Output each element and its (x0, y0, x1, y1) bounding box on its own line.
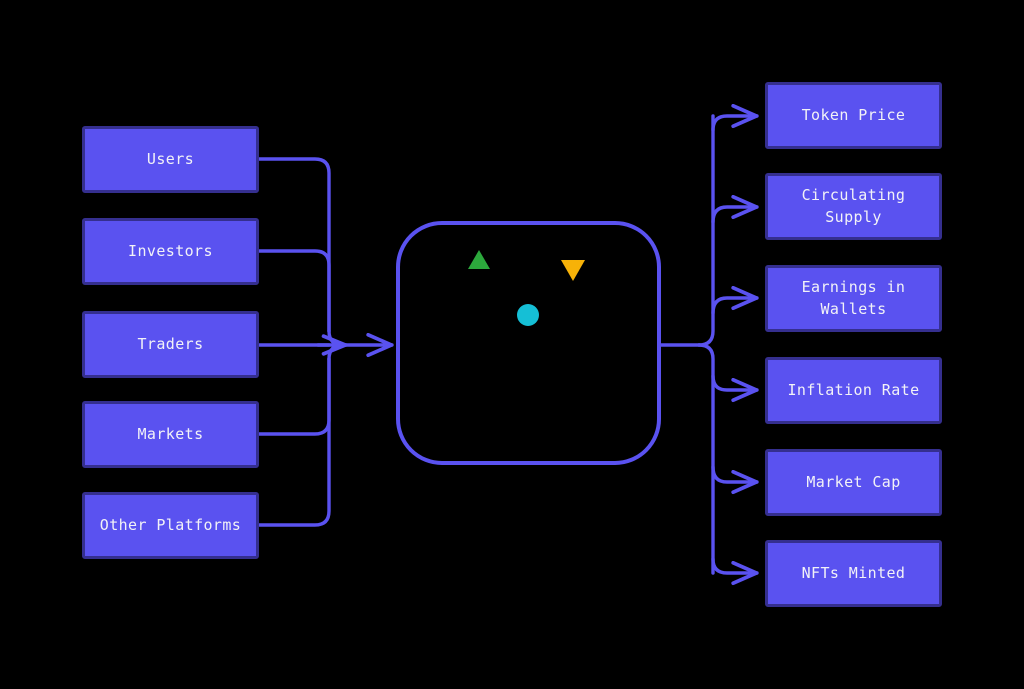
output-node-label: Inflation Rate (787, 380, 920, 399)
output-node-inflation-rate[interactable]: Inflation Rate (765, 357, 942, 424)
connector-other-platforms-to-trunk (257, 357, 331, 527)
connector-trunk-lower (697, 343, 715, 575)
connector-trunk-to-inflation-rate (711, 374, 759, 403)
output-node-label: Circulating Supply (801, 185, 906, 226)
input-node-label: Users (146, 149, 195, 168)
output-node-earnings-in-wallets[interactable]: Earnings in Wallets (765, 265, 942, 332)
connector-trunk-to-market-cap (711, 465, 759, 495)
output-node-market-cap[interactable]: Market Cap (765, 449, 942, 516)
input-node-label: Traders (137, 334, 204, 353)
output-node-label: Earnings in Wallets (801, 277, 906, 318)
center-stage-container[interactable] (396, 221, 661, 465)
marker-triangle-down-icon (561, 260, 585, 281)
output-node-token-price[interactable]: Token Price (765, 82, 942, 149)
output-node-label: Token Price (801, 105, 906, 124)
connector-merge-upper (327, 329, 345, 347)
connector-markets-to-trunk (257, 357, 331, 436)
input-node-other-platforms[interactable]: Other Platforms (82, 492, 259, 559)
input-node-markets[interactable]: Markets (82, 401, 259, 468)
output-node-nfts-minted[interactable]: NFTs Minted (765, 540, 942, 607)
connector-trunk-upper (697, 114, 715, 347)
connector-merge-lower (327, 343, 345, 361)
input-node-users[interactable]: Users (82, 126, 259, 193)
input-node-investors[interactable]: Investors (82, 218, 259, 285)
input-node-label: Investors (128, 241, 213, 260)
connector-trunk-to-earnings-in-wallets (711, 285, 759, 315)
input-node-label: Markets (137, 424, 204, 443)
connector-trunk-to-token-price (711, 103, 759, 132)
input-node-label: Other Platforms (99, 515, 242, 534)
connector-trunk-to-circulating-supply (711, 194, 759, 224)
marker-circle-icon (517, 304, 539, 326)
marker-triangle-up-icon (468, 250, 490, 269)
output-node-circulating-supply[interactable]: Circulating Supply (765, 173, 942, 240)
connector-investors-to-trunk (257, 249, 331, 333)
output-node-label: NFTs Minted (801, 563, 906, 582)
connector-users-to-trunk (257, 157, 331, 333)
input-node-traders[interactable]: Traders (82, 311, 259, 378)
connector-trunk-to-nfts-minted (711, 557, 759, 586)
output-node-label: Market Cap (806, 472, 901, 491)
